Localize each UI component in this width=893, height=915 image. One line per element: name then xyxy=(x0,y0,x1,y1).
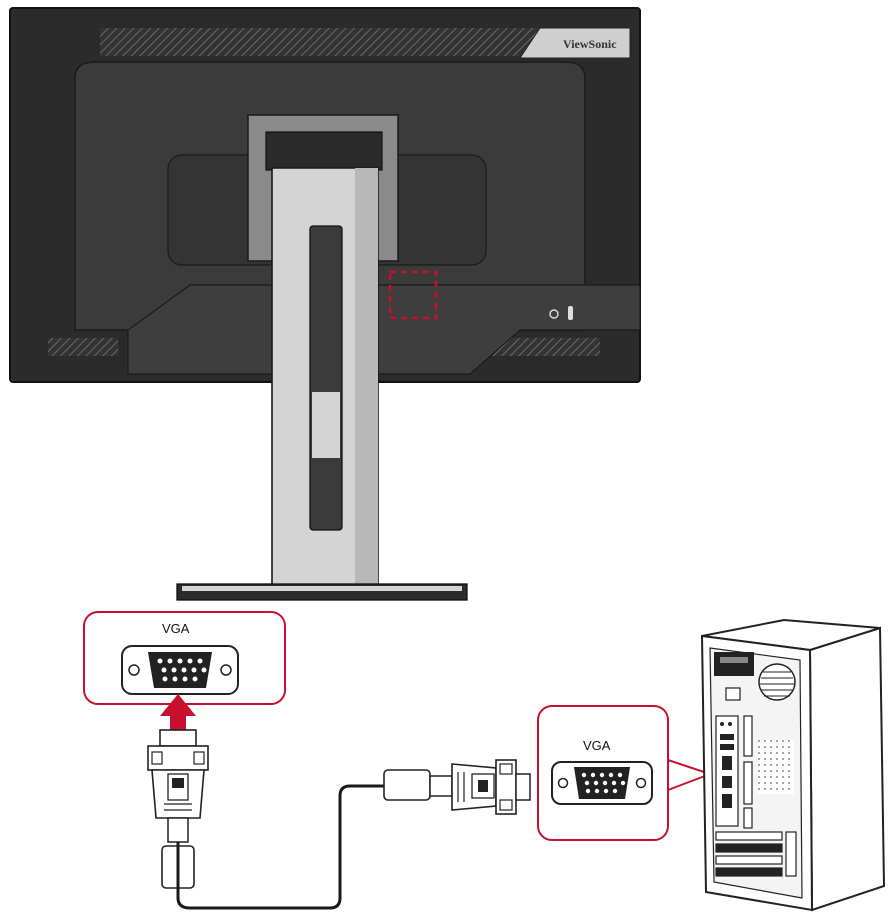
vga-plug-left xyxy=(147,729,209,889)
monitor-vga-label: VGA xyxy=(162,621,190,636)
power-jack-icon xyxy=(568,306,573,320)
bottom-vent-right xyxy=(480,338,600,356)
fan-icon xyxy=(758,663,796,701)
arrow-up-icon xyxy=(160,694,196,730)
monitor-stand xyxy=(176,114,468,601)
port-highlight xyxy=(388,270,438,320)
desktop-tower-icon xyxy=(700,618,886,912)
brand-plate xyxy=(519,27,631,59)
monitor-vga-callout: VGA xyxy=(83,611,286,705)
vga-cable xyxy=(176,784,384,910)
brand-label: ViewSonic xyxy=(563,37,617,51)
cable-slot xyxy=(309,225,343,531)
pc-vga-callout: VGA xyxy=(537,705,713,841)
neck-shade xyxy=(355,168,378,590)
stand-hinge xyxy=(265,131,383,171)
io-panel xyxy=(127,284,641,375)
vent-grid xyxy=(758,740,794,794)
vga-plug-right xyxy=(383,759,531,815)
vga-connector-icon xyxy=(121,645,239,695)
vga-connector-icon xyxy=(551,761,653,805)
top-vent xyxy=(100,28,570,56)
pc-vga-label: VGA xyxy=(583,738,611,753)
lock-icon xyxy=(549,309,559,319)
cable-slot-window xyxy=(312,392,340,458)
stand-base-top xyxy=(182,586,462,591)
psu-icon xyxy=(714,652,754,676)
bottom-vent-left xyxy=(48,338,118,356)
ferrite-bead-right xyxy=(383,769,431,801)
